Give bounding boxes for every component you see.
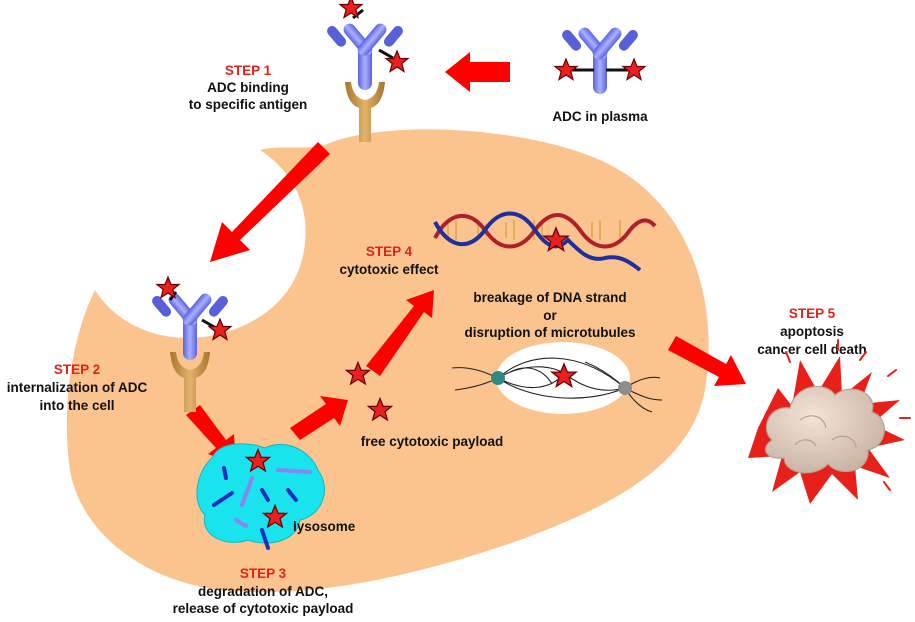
step3-title: STEP 3 (240, 566, 287, 581)
dna-line1: breakage of DNA strand (473, 290, 626, 305)
step4-line1: cytotoxic effect (339, 262, 439, 277)
step4-title: STEP 4 (366, 244, 413, 259)
free-payload-label: free cytotoxic payload (361, 434, 504, 449)
arrow-to-step5 (668, 336, 746, 386)
lysosome (196, 443, 325, 550)
arrow-step1-to-step2 (210, 142, 330, 262)
microtubule-spindle-icon (451, 342, 663, 414)
step3-line1: degradation of ADC, (198, 584, 328, 599)
step1-line1: ADC binding (207, 80, 289, 95)
step5-title: STEP 5 (789, 306, 836, 321)
dna-helix-icon (433, 211, 657, 272)
step2-line1: internalization of ADC (7, 380, 148, 395)
step3-line2: release of cytotoxic payload (173, 601, 354, 616)
arrow-payload-to-step4 (366, 290, 434, 376)
arrow-plasma-to-step1 (445, 52, 510, 92)
adc-in-plasma-label: ADC in plasma (552, 109, 648, 124)
step2-antibody-icon (150, 276, 232, 360)
step5-line2: cancer cell death (757, 342, 867, 357)
step5-line1: apoptosis (780, 324, 844, 339)
step2-title: STEP 2 (54, 362, 100, 377)
arrow-lysosome-to-payload (290, 396, 348, 440)
adc-in-plasma-antibody-icon (554, 25, 646, 94)
lysosome-label: lysosome (293, 519, 356, 534)
step1-title: STEP 1 (225, 63, 272, 78)
step1-antibody-icon (325, 0, 409, 90)
explosion-icon (748, 339, 911, 504)
step1-line2: to specific antigen (189, 97, 308, 112)
dna-line3: disruption of microtubules (465, 325, 636, 340)
step2-line2: into the cell (39, 398, 114, 413)
dna-line2: or (543, 308, 557, 323)
